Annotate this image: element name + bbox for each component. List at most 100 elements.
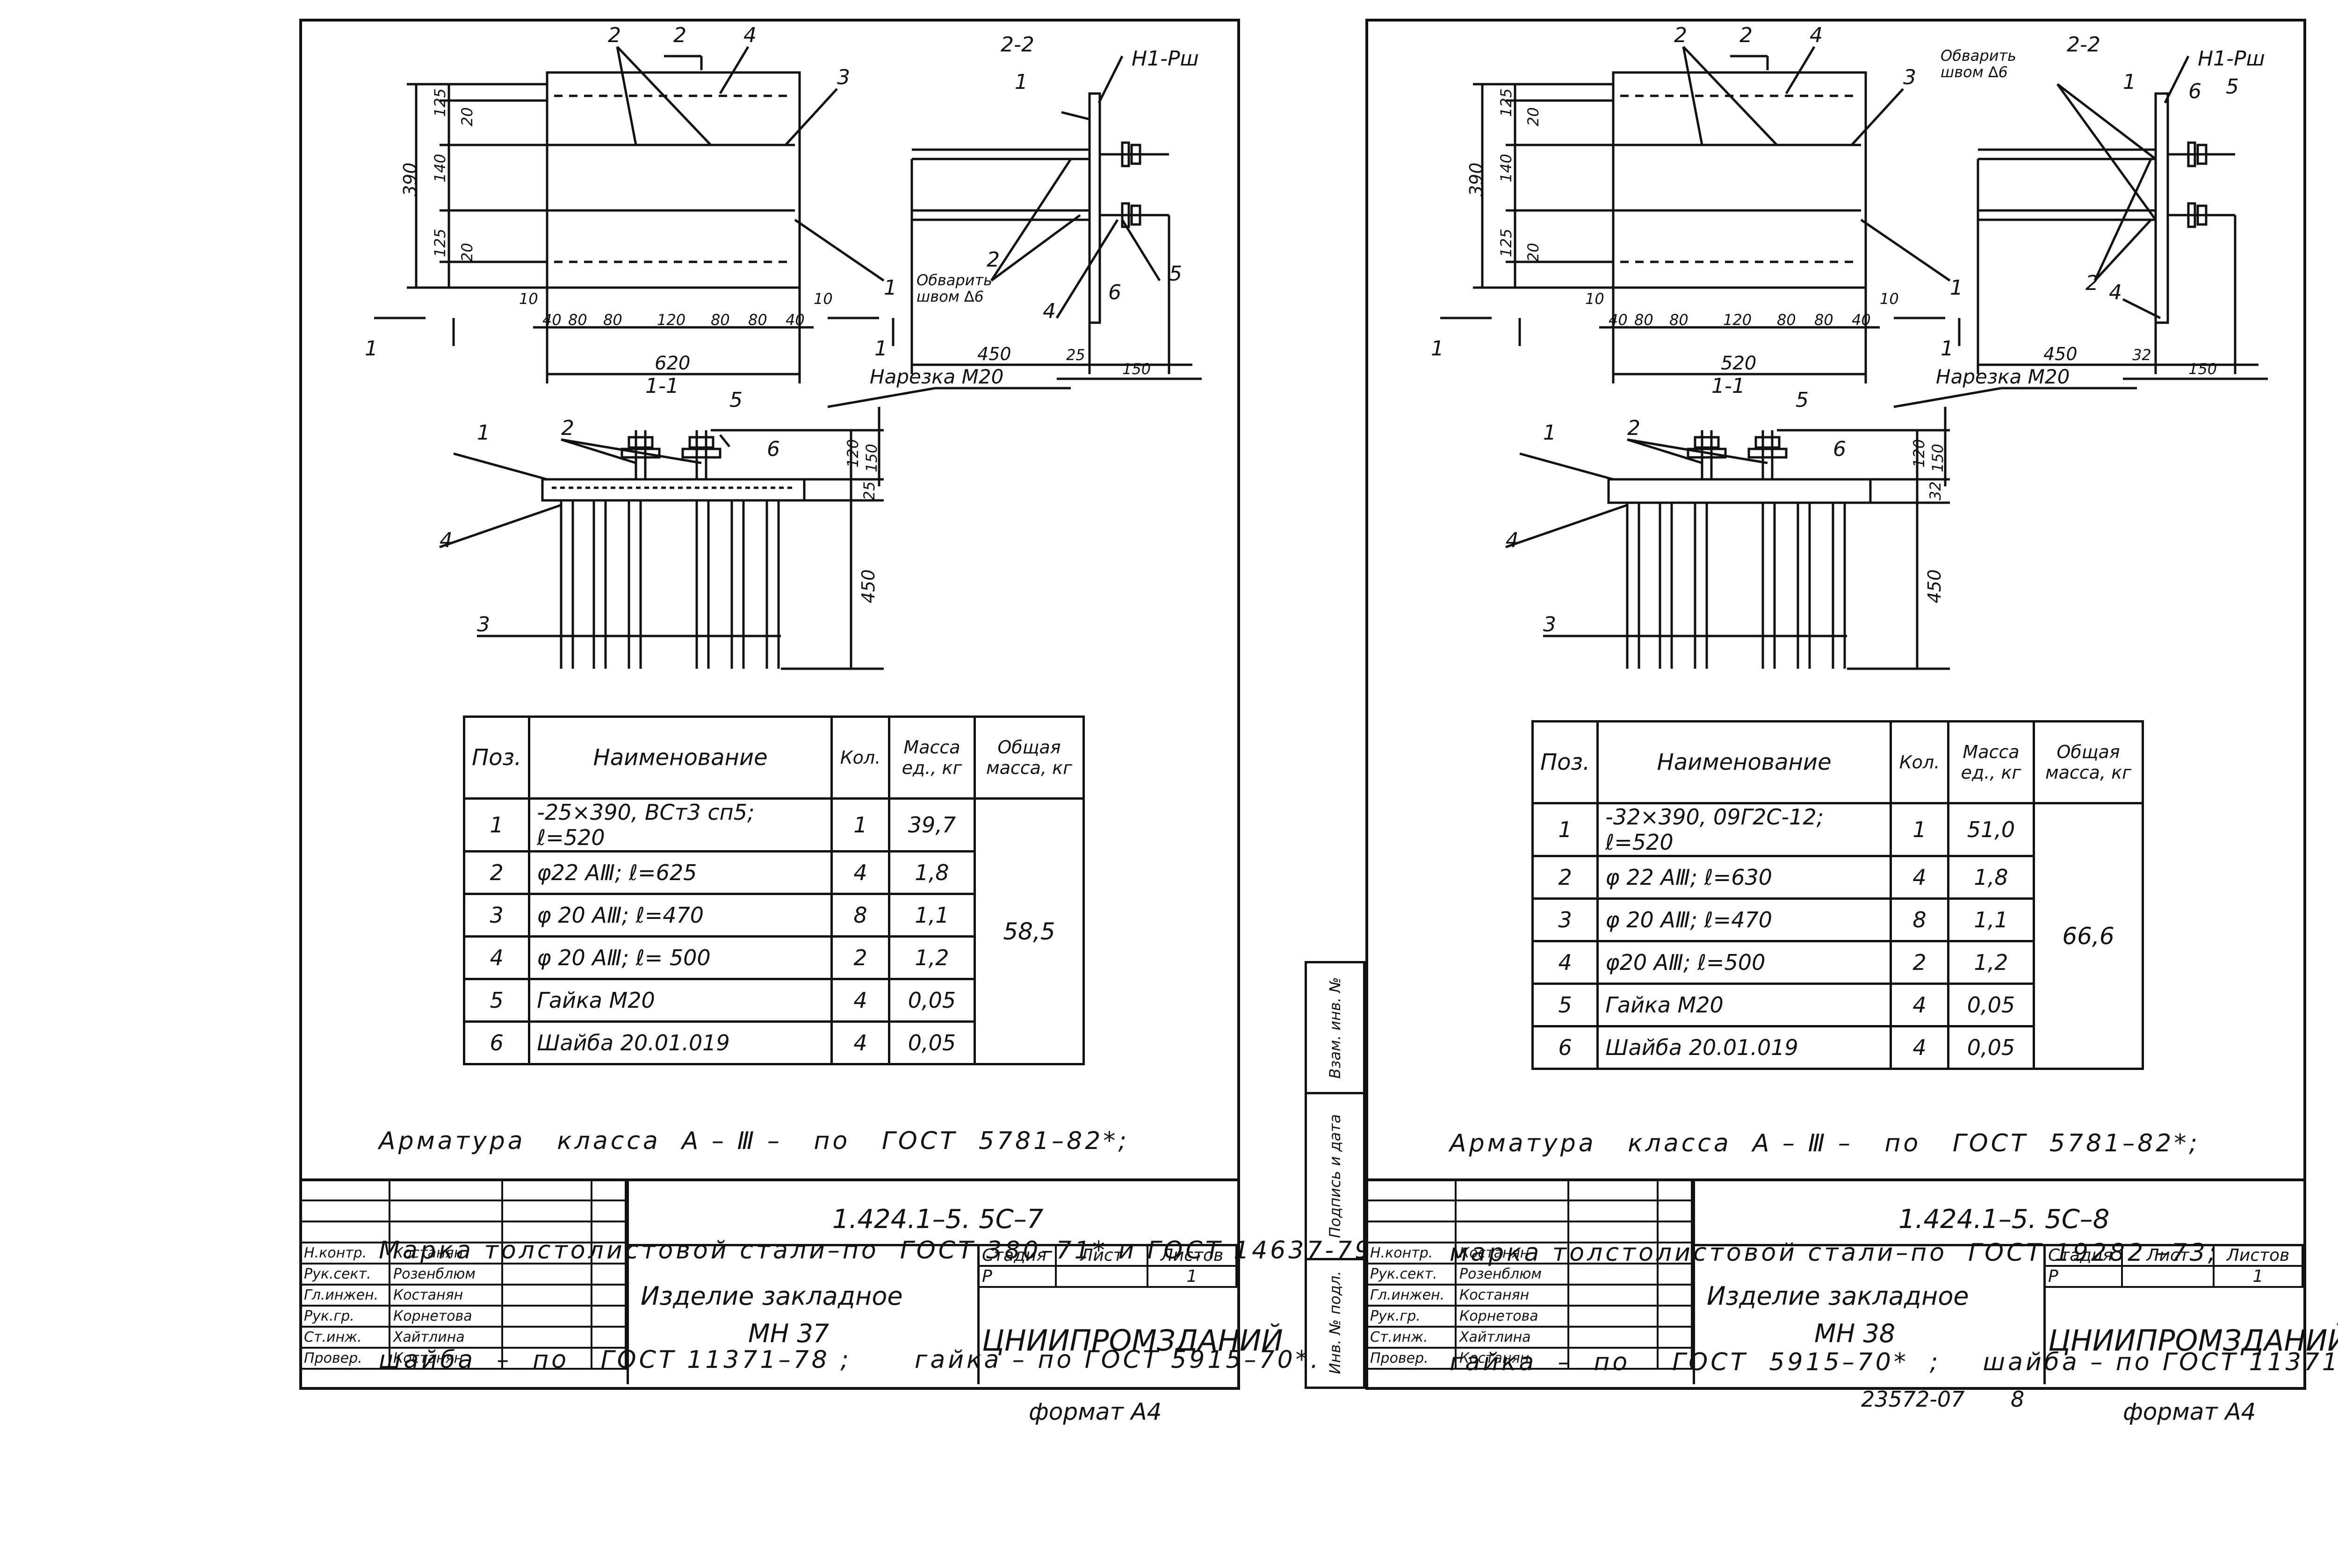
svg-text:1-1: 1-1 — [1711, 374, 1745, 398]
svg-text:10: 10 — [1585, 290, 1604, 308]
svg-text:80: 80 — [1669, 311, 1689, 329]
signature-grid-mn37: Н.контр.Костанян Рук.сект.Розенблюм Гл.и… — [299, 1178, 627, 1370]
document-code: 1.424.1–5. 5С–8 — [1898, 1204, 2110, 1235]
svg-text:520: 520 — [1721, 353, 1756, 374]
plate-side — [1088, 92, 1101, 324]
svg-text:6: 6 — [2188, 79, 2201, 103]
svg-text:5: 5 — [729, 388, 743, 412]
product-title: Изделие закладное — [641, 1281, 903, 1311]
svg-text:2: 2 — [673, 23, 686, 47]
product-mark: МН 37 — [748, 1319, 830, 1348]
signature-grid-mn38: Н.контр.Костанян Рук.сект.Розенблюм Гл.и… — [1365, 1178, 1693, 1370]
svg-text:120: 120 — [1723, 311, 1752, 329]
total-mass: 66,6 — [2033, 802, 2144, 1070]
plate-plan — [546, 71, 801, 289]
svg-text:5: 5 — [1796, 388, 1809, 412]
svg-text:32: 32 — [1927, 481, 1944, 500]
col-unit-mass: Масса ед., кг — [888, 715, 976, 800]
svg-text:6: 6 — [1833, 437, 1846, 461]
svg-text:4: 4 — [1810, 23, 1823, 47]
svg-text:10: 10 — [814, 290, 833, 308]
svg-text:80: 80 — [603, 311, 622, 329]
svg-text:20: 20 — [1524, 107, 1542, 126]
organization: ЦНИИПРОМЗДАНИЙ — [2048, 1323, 2338, 1358]
svg-text:4: 4 — [743, 23, 757, 47]
side-strip: Взам. инв. № Подпись и дата Инв. № подл. — [1305, 961, 1365, 1389]
svg-text:140: 140 — [1497, 154, 1515, 182]
table-header-row: Поз. Наименование Кол. Масса ед., кг Общ… — [462, 715, 1085, 800]
svg-text:2: 2 — [561, 416, 574, 440]
svg-text:20: 20 — [458, 107, 476, 126]
svg-text:3: 3 — [1543, 613, 1556, 636]
svg-text:4: 4 — [1506, 528, 1519, 552]
svg-text:150: 150 — [1929, 444, 1947, 472]
svg-text:3: 3 — [1903, 65, 1916, 89]
svg-text:450: 450 — [977, 344, 1011, 364]
note-line: Арматура класса А – Ⅲ – по ГОСТ 5781–82*… — [1450, 1129, 2200, 1157]
svg-text:1: 1 — [365, 337, 378, 361]
svg-text:швом ∆6: швом ∆6 — [916, 288, 984, 305]
svg-text:1: 1 — [1941, 337, 1954, 361]
svg-text:2: 2 — [1739, 23, 1753, 47]
svg-text:120: 120 — [844, 439, 862, 468]
note-line: Арматура класса А – Ⅲ – по ГОСТ 5781–82*… — [379, 1127, 1129, 1155]
svg-text:125: 125 — [1497, 229, 1515, 257]
svg-text:3: 3 — [837, 65, 850, 89]
svg-text:150: 150 — [863, 444, 880, 472]
svg-text:125: 125 — [1497, 88, 1515, 117]
col-total-mass: Общая масса, кг — [974, 715, 1085, 800]
svg-text:40: 40 — [542, 311, 562, 329]
format-label: формат А4 — [1029, 1398, 1162, 1425]
svg-text:32: 32 — [2132, 346, 2151, 364]
svg-text:25: 25 — [860, 481, 878, 500]
svg-text:2: 2 — [987, 248, 1000, 272]
svg-text:2: 2 — [2085, 271, 2099, 295]
svg-text:1: 1 — [1431, 337, 1444, 361]
svg-text:4: 4 — [1043, 299, 1056, 323]
svg-text:450: 450 — [1924, 569, 1945, 603]
svg-text:20: 20 — [458, 243, 476, 262]
svg-text:10: 10 — [1880, 290, 1899, 308]
svg-text:Обварить: Обварить — [1941, 47, 2016, 65]
svg-text:390: 390 — [1466, 162, 1487, 196]
svg-text:125: 125 — [431, 88, 449, 117]
svg-text:Обварить: Обварить — [916, 271, 992, 289]
col-qty: Кол. — [830, 715, 890, 800]
svg-text:1: 1 — [874, 337, 888, 361]
title-block-mn37 — [299, 1178, 1237, 1387]
svg-text:1: 1 — [1543, 421, 1556, 445]
svg-text:140: 140 — [431, 154, 449, 182]
svg-text:1: 1 — [884, 276, 897, 300]
callout-2: 2 — [608, 23, 621, 47]
svg-text:80: 80 — [1777, 311, 1796, 329]
svg-text:3: 3 — [477, 613, 490, 636]
total-mass: 58,5 — [974, 797, 1085, 1065]
svg-text:4: 4 — [2109, 281, 2122, 304]
svg-text:150: 150 — [2188, 360, 2217, 378]
col-name: Наименование — [528, 715, 833, 800]
svg-text:1: 1 — [477, 421, 490, 445]
svg-text:1: 1 — [2123, 70, 2136, 94]
svg-text:80: 80 — [711, 311, 730, 329]
organization: ЦНИИПРОМЗДАНИЙ — [982, 1323, 1283, 1358]
svg-text:6: 6 — [767, 437, 780, 461]
svg-text:10: 10 — [519, 290, 538, 308]
svg-text:6: 6 — [1108, 281, 1121, 304]
svg-text:620: 620 — [655, 353, 690, 374]
svg-text:4: 4 — [440, 528, 453, 552]
svg-text:80: 80 — [748, 311, 767, 329]
specification-table-mn38: Поз. Наименование Кол. Масса ед., кг Общ… — [1531, 720, 2144, 1070]
svg-text:Н1-Рш: Н1-Рш — [2198, 47, 2265, 71]
